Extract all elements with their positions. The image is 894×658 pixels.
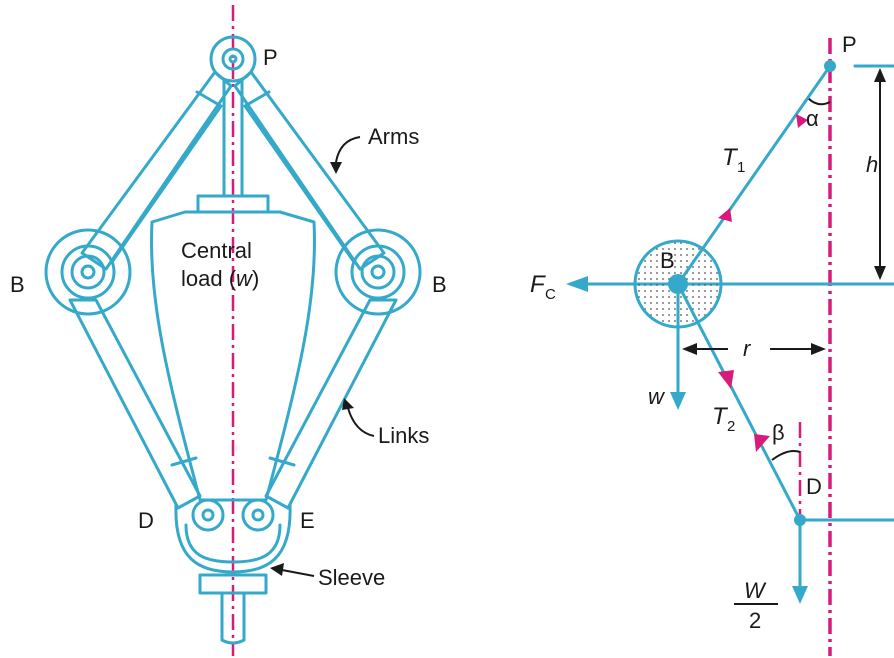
label-central-load: load (w) — [181, 266, 259, 291]
label-e: E — [300, 508, 315, 533]
links-pointer — [342, 398, 375, 437]
label-t1: T — [722, 144, 739, 171]
r-dimension — [682, 343, 826, 355]
link-left — [68, 298, 202, 510]
label-b-right: B — [432, 272, 447, 297]
pivot-d-right — [794, 514, 806, 526]
governor-mechanism: P B B D E Central load (w) Arms Links Sl… — [10, 5, 447, 656]
label-links: Links — [378, 423, 429, 448]
arm-line — [676, 64, 832, 286]
label-p-right: P — [842, 32, 857, 57]
h-dimension — [874, 68, 886, 280]
label-W-denominator: 2 — [749, 608, 761, 633]
alpha-arc — [807, 97, 831, 106]
w2-arrowhead — [792, 586, 808, 604]
central-load — [150, 210, 316, 502]
beta-arc — [771, 450, 801, 461]
label-d-right: D — [806, 474, 822, 499]
label-arms: Arms — [368, 124, 419, 149]
ball-b-right — [334, 228, 422, 316]
label-alpha: α — [806, 106, 819, 131]
label-t2-sub: 2 — [727, 418, 735, 435]
label-r: r — [743, 336, 752, 361]
arm-right — [233, 70, 386, 271]
pivot-p-right — [824, 60, 836, 72]
label-p-left: P — [263, 45, 278, 70]
arms-pointer — [330, 136, 361, 174]
label-w-small: w — [648, 384, 666, 409]
arm-left — [80, 70, 233, 271]
fc-arrowhead — [566, 276, 588, 292]
sleeve — [174, 498, 292, 645]
label-b-ball: B — [660, 248, 675, 273]
label-h: h — [866, 152, 878, 177]
label-fc: F — [530, 271, 546, 298]
label-d: D — [138, 508, 154, 533]
link-right — [264, 298, 398, 510]
label-fc-sub: C — [545, 286, 556, 303]
sleeve-pointer — [270, 563, 315, 577]
label-W-numerator: W — [744, 578, 767, 603]
t2-arrowhead-upper — [754, 434, 770, 452]
w-arrowhead — [670, 392, 686, 410]
label-t1-sub: 1 — [737, 159, 745, 176]
force-diagram: P α h T 1 B F C r w T 2 β D W 2 — [530, 32, 894, 656]
link-line — [676, 282, 802, 522]
label-sleeve: Sleeve — [318, 565, 385, 590]
pivot-p-left — [209, 35, 257, 83]
label-central: Central — [181, 238, 252, 263]
label-beta: β — [772, 420, 785, 445]
t1-arrowhead-lower — [718, 208, 732, 222]
label-t2: T — [712, 403, 729, 430]
spindle-body — [196, 78, 270, 214]
t2-arrowhead-lower — [718, 370, 734, 389]
label-b-left: B — [10, 272, 25, 297]
t1-arrowhead-upper — [796, 114, 808, 128]
ball-b-left — [44, 228, 132, 316]
